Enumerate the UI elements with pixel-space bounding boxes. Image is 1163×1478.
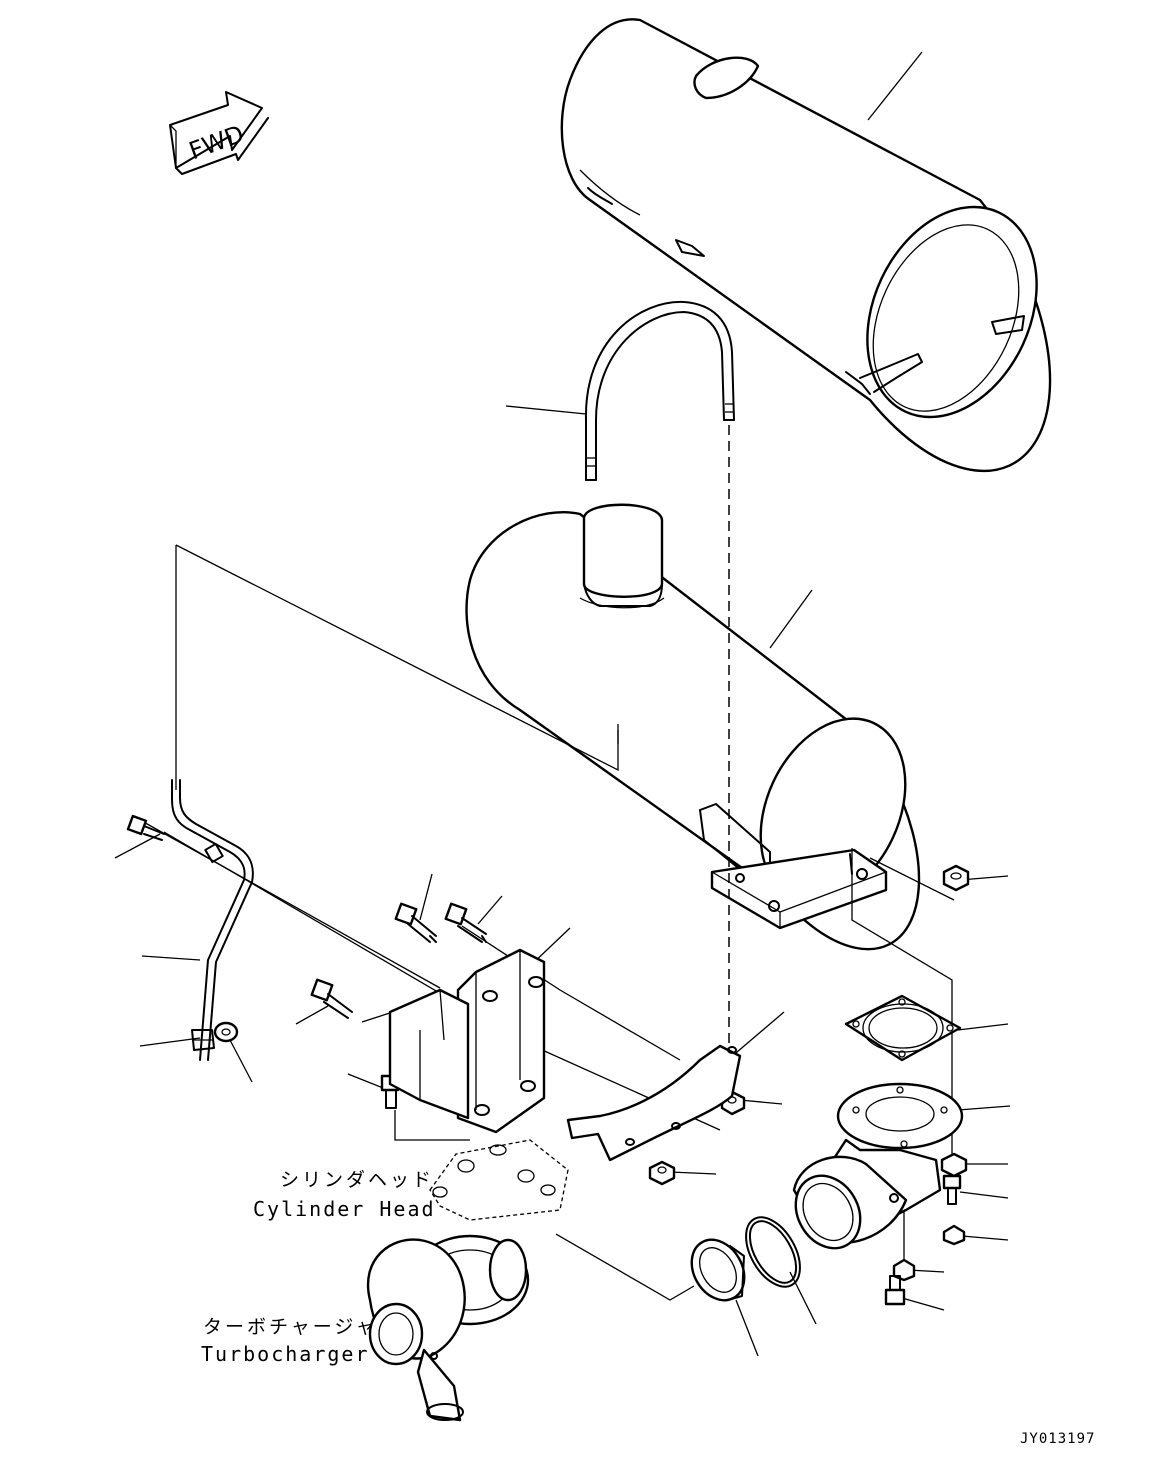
nut <box>942 864 970 892</box>
pipe-clamp <box>690 1238 746 1302</box>
washer <box>213 1021 239 1043</box>
turbocharger <box>367 1234 530 1422</box>
turbocharger-label-jp: ターボチャージャ <box>203 1316 378 1338</box>
cylinder-head-label-en: Cylinder Head <box>253 1197 436 1221</box>
part-leaders <box>114 51 1011 1357</box>
muffler-cover <box>560 18 1052 473</box>
bolt <box>884 1275 906 1306</box>
drawing-code: JY013197 <box>1020 1431 1096 1447</box>
bolt <box>310 978 353 1019</box>
muffler-bracket <box>388 948 546 1134</box>
muffler <box>465 503 921 951</box>
tail-pipe <box>171 779 254 1061</box>
cylinder-head-label-jp: シリンダヘッド <box>280 1169 435 1191</box>
bolt <box>394 902 437 943</box>
bolt <box>942 1174 962 1205</box>
nut <box>940 1152 968 1178</box>
exhaust-gasket <box>844 994 962 1062</box>
fwd-arrow: FWD <box>169 91 269 175</box>
u-bolt <box>584 300 735 481</box>
exhaust-elbow <box>792 1082 964 1250</box>
fasteners <box>126 814 970 1306</box>
nut <box>648 1160 676 1186</box>
muffler-strap <box>566 1044 742 1162</box>
cylinder-head <box>429 1139 569 1221</box>
seal-ring <box>745 1216 801 1288</box>
turbocharger-label-en: Turbocharger <box>201 1342 370 1366</box>
bolt <box>126 814 165 841</box>
nut <box>942 1224 966 1246</box>
bolt <box>444 902 487 943</box>
